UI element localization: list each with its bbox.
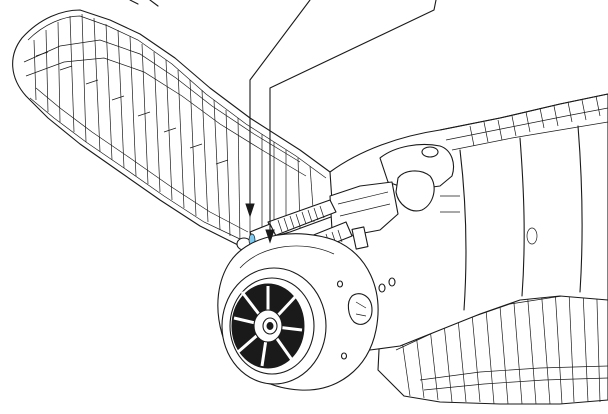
gun-bay [329,181,399,250]
engine-cowling [217,233,396,391]
radial-engine [231,283,305,369]
left-wing [12,9,351,247]
callout-leaders [129,0,437,244]
fuselage [329,93,608,351]
